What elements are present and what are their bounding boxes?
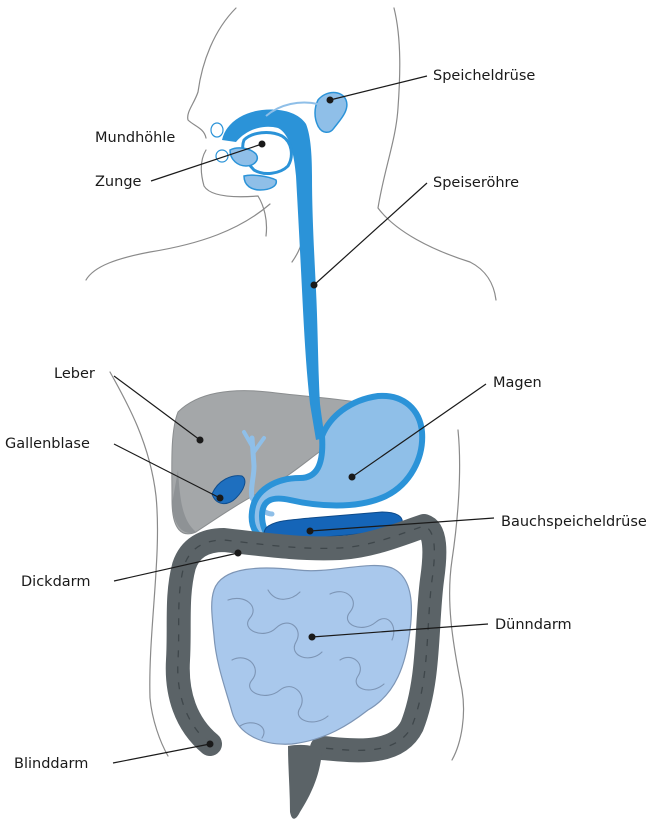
- svg-text:Mundhöhle: Mundhöhle: [95, 130, 175, 146]
- label-mundhoehle: Mundhöhle: [95, 130, 175, 146]
- small-intestine-shape: [212, 565, 412, 744]
- svg-text:Dünndarm: Dünndarm: [495, 617, 572, 633]
- svg-text:Dickdarm: Dickdarm: [21, 574, 90, 590]
- label-speiseroehre: Speiseröhre: [311, 175, 520, 289]
- label-dickdarm: Dickdarm: [21, 550, 242, 591]
- svg-text:Magen: Magen: [493, 375, 542, 391]
- svg-text:Leber: Leber: [54, 366, 95, 382]
- label-speicheldruese: Speicheldrüse: [327, 68, 536, 104]
- label-blinddarm: Blinddarm: [14, 741, 214, 773]
- svg-text:Bauchspeicheldrüse: Bauchspeicheldrüse: [501, 514, 647, 530]
- lower-jaw-shape: [244, 175, 276, 190]
- rectum-shape: [288, 745, 322, 819]
- svg-text:Speicheldrüse: Speicheldrüse: [433, 68, 535, 84]
- upper-teeth: [211, 123, 223, 137]
- svg-text:Gallenblase: Gallenblase: [5, 436, 90, 452]
- svg-text:Speiseröhre: Speiseröhre: [433, 175, 519, 191]
- svg-text:Zunge: Zunge: [95, 174, 142, 190]
- svg-text:Blinddarm: Blinddarm: [14, 756, 88, 772]
